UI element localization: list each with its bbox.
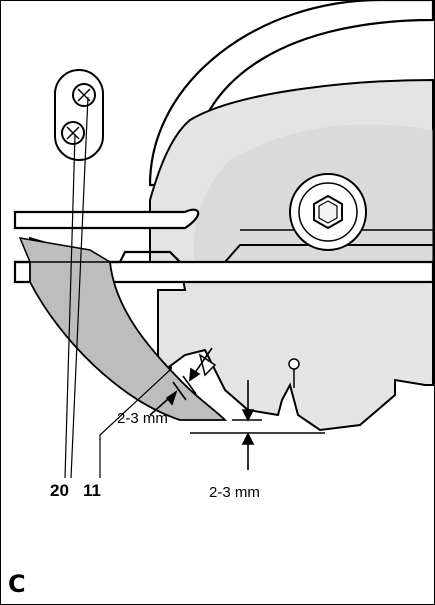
dim-lower <box>190 380 325 470</box>
part-11-label: 11 <box>83 481 101 500</box>
part-20-label: 20 <box>50 481 69 500</box>
gap-upper-label: 2-3 mm <box>117 410 168 427</box>
riving-knife-11 <box>29 236 228 421</box>
gap-lower-label: 2-3 mm <box>209 484 260 501</box>
arbor-nut <box>289 173 367 251</box>
slot-bracket <box>54 69 104 161</box>
figure-letter: C <box>8 570 26 598</box>
leader-20 <box>64 96 89 479</box>
dim-upper <box>149 347 213 416</box>
leader-11 <box>99 369 171 478</box>
screw-marks <box>66 88 91 140</box>
base-plate <box>13 208 435 284</box>
